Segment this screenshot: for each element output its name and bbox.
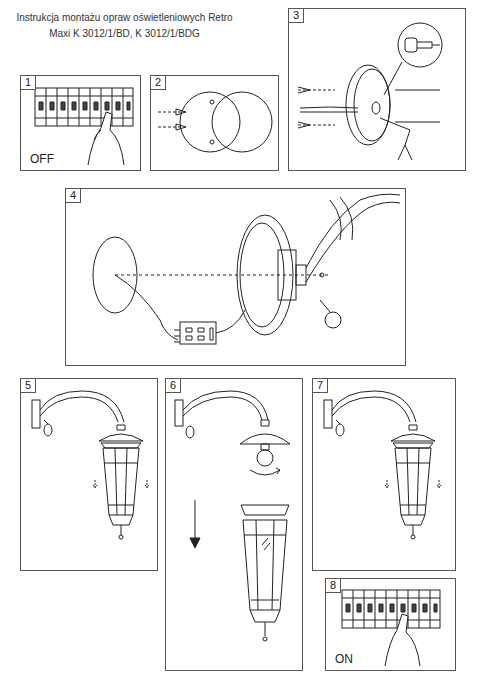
wiring-part	[216, 310, 245, 333]
wiring-part	[306, 202, 400, 282]
step-number: 1	[20, 75, 36, 90]
lamp-exploded-part	[262, 538, 270, 550]
lamp-mounted-part	[93, 425, 149, 539]
wiring-part	[240, 223, 284, 327]
wiring-part	[115, 275, 330, 276]
wall-fixing-part	[417, 42, 440, 48]
mounting-plate	[158, 92, 272, 152]
wiring-part	[306, 194, 400, 268]
step-panel: 1OFF	[20, 75, 141, 171]
lamp-exploded-part	[261, 420, 269, 426]
breaker-panel-part	[342, 590, 440, 628]
wiring-part	[296, 265, 306, 285]
wiring-part	[174, 330, 180, 342]
breaker-panel-part	[94, 130, 101, 140]
mounting-plate-part	[210, 100, 214, 104]
lamp-exploded-part	[186, 426, 194, 438]
lamp-exploded	[175, 391, 290, 641]
mounting-plate-part	[176, 109, 186, 130]
wall-fixing	[298, 23, 442, 160]
lamp-exploded-part	[257, 450, 273, 466]
lamp-mounted	[32, 391, 149, 539]
step-panel: 3	[288, 8, 466, 171]
step-panel: 5	[20, 378, 158, 571]
lamp-exploded-part	[243, 520, 287, 610]
step-number: 6	[165, 378, 181, 393]
lamp-assembled	[324, 391, 441, 539]
wiring	[93, 194, 400, 344]
wall-fixing-part	[354, 69, 390, 141]
wall-fixing-part	[380, 118, 412, 160]
lamp-exploded-part	[175, 400, 183, 426]
step-number: 3	[288, 8, 304, 23]
wiring-part	[237, 215, 293, 335]
wall-fixing-part	[300, 107, 358, 112]
lamp-exploded-part	[250, 610, 280, 636]
wiring-part	[320, 300, 330, 312]
wall-fixing-part	[384, 62, 402, 95]
wiring-part	[186, 328, 213, 340]
lamp-exploded-part	[241, 505, 289, 515]
lamp-exploded-part	[190, 538, 200, 548]
wiring-part	[115, 275, 178, 340]
step-panel: 4	[65, 188, 406, 366]
switch-state: ON	[334, 652, 354, 666]
mounting-plate-part	[210, 140, 214, 144]
step-number: 8	[325, 578, 341, 593]
step-panel: 8ON	[325, 578, 456, 671]
lamp-exploded-part	[263, 637, 267, 641]
step-number: 2	[150, 75, 166, 90]
mounting-plate-part	[212, 92, 272, 152]
wiring-part	[330, 197, 353, 240]
breaker-panel-part	[35, 88, 133, 126]
lamp-assembled-part	[385, 425, 441, 539]
step-panel: 6	[165, 378, 303, 671]
lamp-mounted-part	[32, 391, 124, 436]
wall-fixing-part	[398, 23, 442, 67]
wiring-part	[180, 322, 216, 344]
wiring-part	[325, 312, 341, 328]
lamp-exploded-part	[240, 434, 290, 444]
breaker-panel	[342, 590, 440, 666]
wall-fixing-part	[405, 38, 417, 52]
step-number: 5	[20, 378, 36, 393]
step-panel: 7	[312, 378, 456, 571]
breaker-panel-part	[88, 112, 124, 165]
lamp-exploded-part	[244, 520, 286, 610]
lamp-exploded-part	[261, 444, 269, 450]
breaker-panel-part	[385, 614, 420, 666]
switch-state: OFF	[29, 152, 55, 166]
wiring-part	[278, 250, 296, 300]
mounting-plate-part	[180, 92, 240, 152]
title: Instrukcja montażu opraw oświetleniowych…	[12, 10, 237, 42]
lamp-exploded-part	[250, 468, 280, 475]
step-number: 7	[312, 378, 328, 393]
lamp-exploded-part	[183, 397, 262, 420]
wall-fixing-part	[372, 102, 380, 114]
step-panel: 2	[150, 75, 279, 171]
wall-fixing-part	[395, 90, 440, 122]
step-number: 4	[65, 188, 81, 203]
lamp-exploded-part	[183, 391, 268, 420]
lamp-assembled-part	[324, 391, 416, 436]
wiring-part	[320, 273, 324, 277]
wall-fixing-part	[346, 65, 390, 145]
